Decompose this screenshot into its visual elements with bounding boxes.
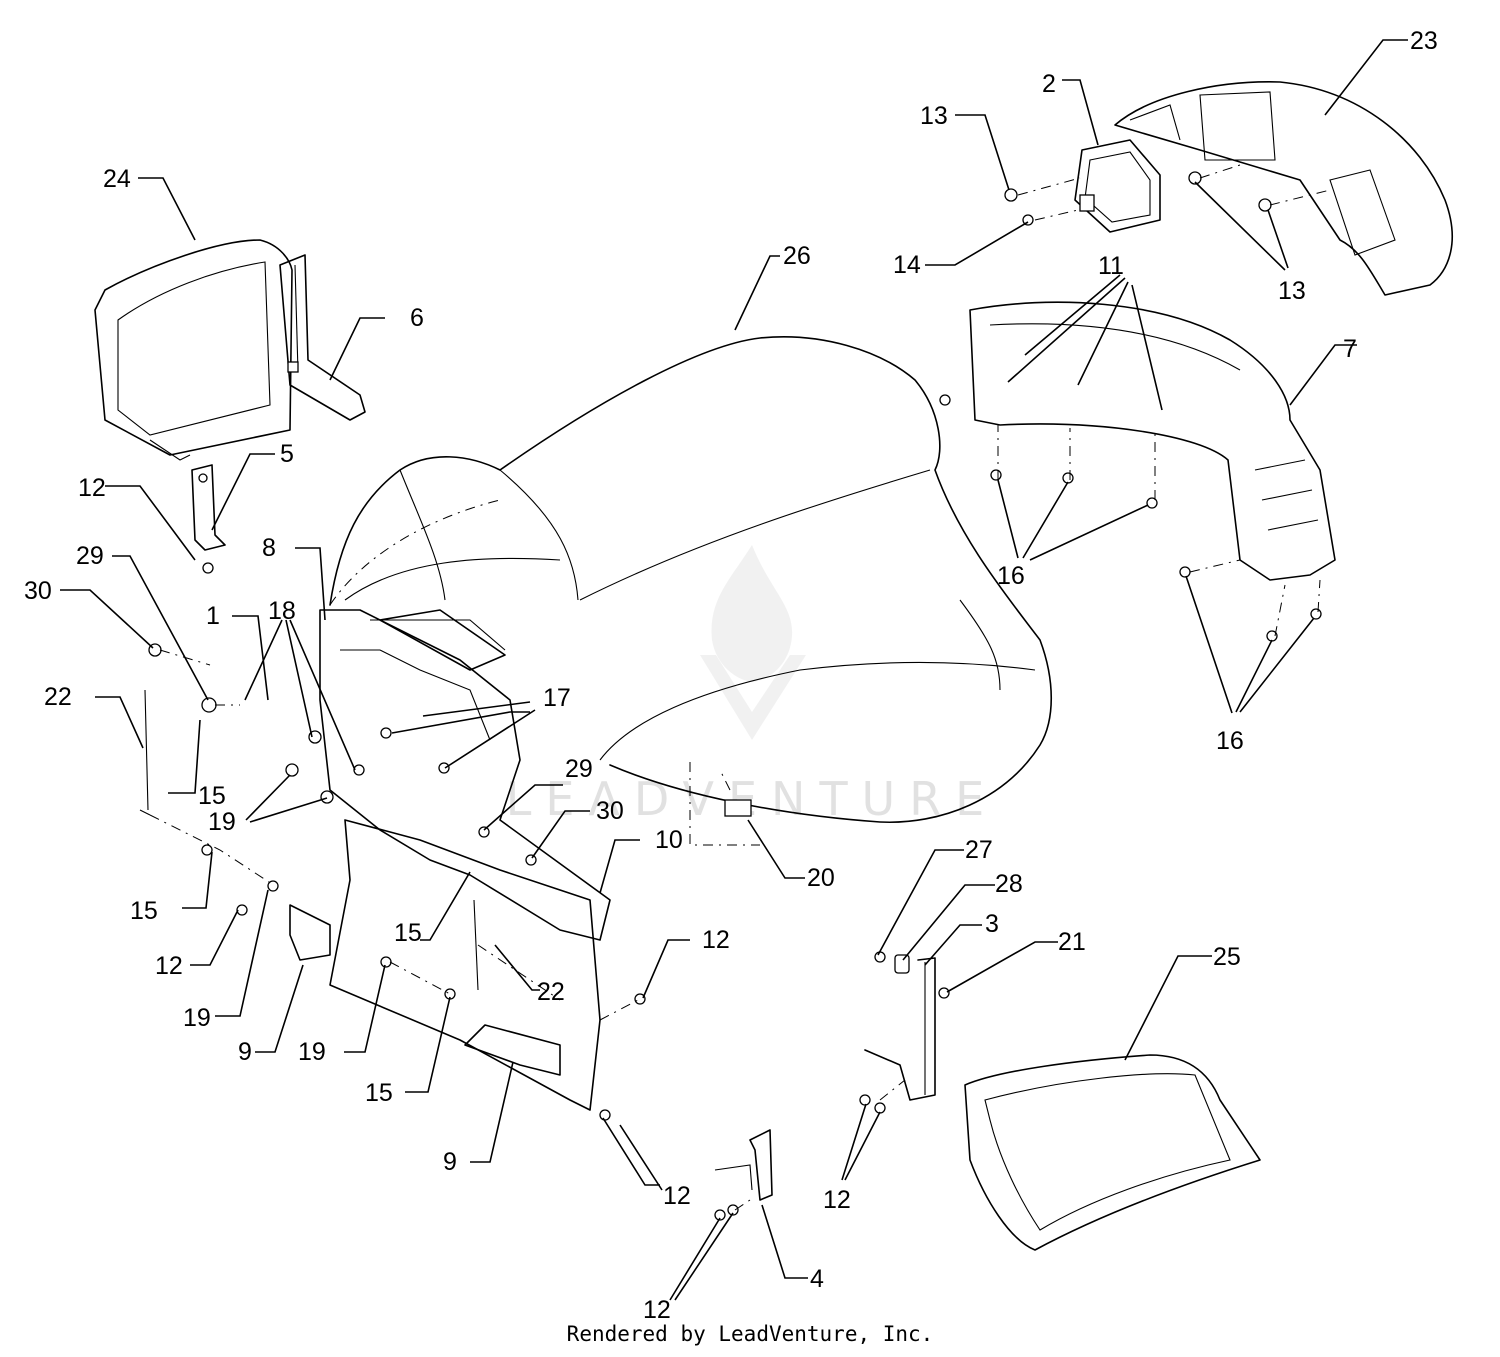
leader-lines [60,39,1408,1301]
callout-11: 11 [1098,252,1124,280]
callout-15b: 15 [130,897,158,925]
callout-22a: 22 [44,683,72,711]
watermark-text: LEADVENTURE [506,772,999,826]
callout-5: 5 [280,440,294,468]
callout-22b: 22 [537,978,565,1006]
headlight-part [1074,139,1161,233]
callout-24: 24 [103,165,131,193]
callout-16b: 16 [1216,727,1244,755]
callout-12d: 12 [663,1182,691,1210]
bracket-5-part [191,464,226,551]
frame-part [319,609,611,941]
callout-26: 26 [783,242,811,270]
watermark: LEADVENTURE [506,545,999,826]
callout-15a: 15 [198,782,226,810]
callout-19c: 19 [298,1038,326,1066]
callout-12e: 12 [643,1296,671,1324]
hood-part [329,336,1052,824]
callout-30a: 30 [24,577,52,605]
callout-13a: 13 [920,102,948,130]
callout-2: 2 [1042,70,1056,98]
callout-6: 6 [410,304,424,332]
callout-15c: 15 [394,919,422,947]
callout-labels: 1 2 3 4 5 6 7 8 9 9 10 11 12 12 12 12 12… [24,27,1438,1324]
callout-16a: 16 [997,562,1025,590]
callout-17: 17 [543,684,571,712]
callout-13b: 13 [1278,277,1306,305]
callout-12f: 12 [823,1186,851,1214]
front-plate-part [289,819,601,1111]
callout-1: 1 [206,602,220,630]
callout-23: 23 [1410,27,1438,55]
callout-15d: 15 [365,1079,393,1107]
callout-8: 8 [262,534,276,562]
bracket-3-part [864,957,936,1101]
assembly-lines [149,164,1331,1211]
callout-12a: 12 [78,474,106,502]
callout-14: 14 [893,251,921,279]
callout-9b: 9 [443,1148,457,1176]
callout-19a: 19 [208,808,236,836]
callout-4: 4 [810,1265,824,1293]
callout-10: 10 [655,826,683,854]
callout-29a: 29 [76,542,104,570]
callout-19b: 19 [183,1004,211,1032]
bracket-6-part [279,254,366,421]
right-side-panel-part [964,1054,1261,1251]
grille-part [1114,81,1453,296]
callout-3: 3 [985,910,999,938]
callout-30b: 30 [596,797,624,825]
callout-12b: 12 [155,952,183,980]
callout-27: 27 [965,836,993,864]
callout-25: 25 [1213,943,1241,971]
callout-9a: 9 [238,1038,252,1066]
leadventure-flame-icon [700,545,806,740]
callout-29b: 29 [565,755,593,783]
bracket-4-part [714,1129,773,1201]
callout-28: 28 [995,870,1023,898]
left-side-panel-part [94,239,293,461]
callout-18: 18 [268,597,296,625]
callout-12c: 12 [702,926,730,954]
footer-credit: Rendered by LeadVenture, Inc. [566,1322,934,1346]
callout-21: 21 [1058,928,1086,956]
callout-20: 20 [807,864,835,892]
front-bumper-part [969,301,1336,581]
callout-7: 7 [1343,335,1357,363]
